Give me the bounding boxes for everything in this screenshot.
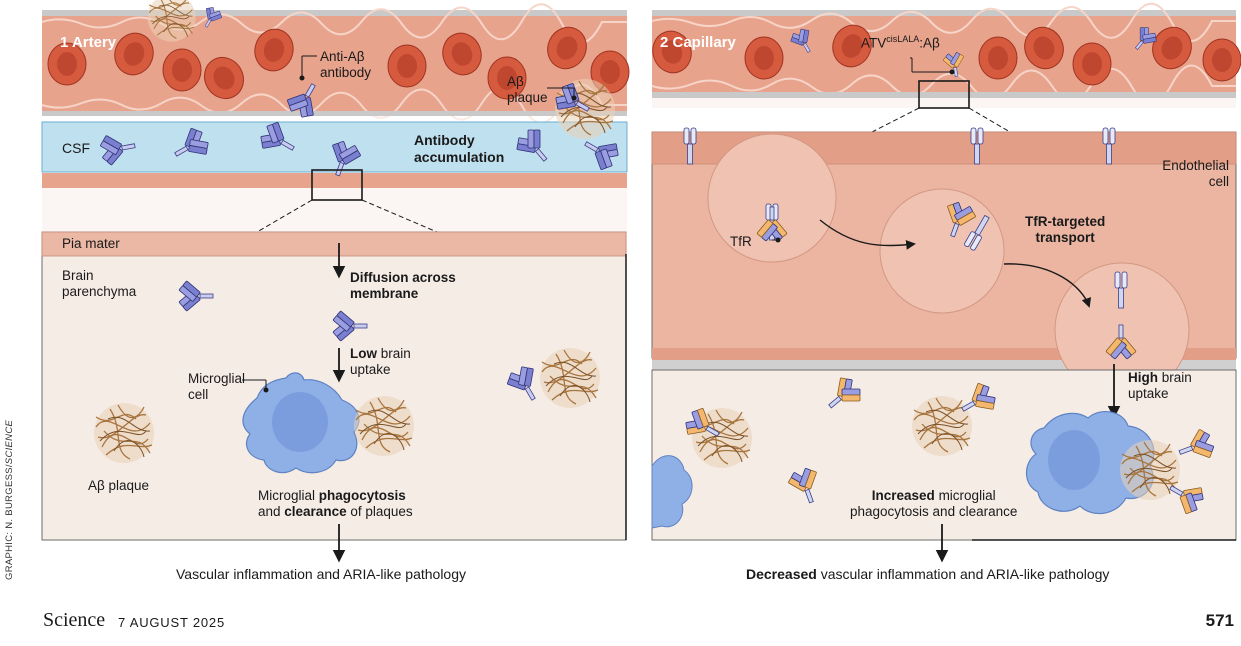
- clearance-pre: and: [258, 504, 285, 520]
- zoom-box: [311, 169, 363, 201]
- page-number: 571: [1205, 611, 1234, 630]
- brain-parenchyma-line1: Brain: [62, 268, 94, 283]
- artery-panel: 1 Artery Anti-Aβ antibody Aβ plaque CSF …: [41, 0, 630, 563]
- increased-rest: microglial: [934, 488, 996, 503]
- tfr-transport-line1: TfR-targeted: [1025, 214, 1106, 229]
- antibody-accumulation-line2: accumulation: [414, 148, 505, 165]
- red-blood-cell: [978, 36, 1018, 80]
- endothelial-line2: cell: [1208, 174, 1229, 190]
- csf-label: CSF: [62, 140, 90, 156]
- antibody-accumulation-line1: Antibody: [414, 132, 475, 148]
- tissue-plaque-label: Aβ plaque: [88, 478, 150, 493]
- anti-ab-antibody-line1: Anti-Aβ: [320, 49, 365, 64]
- zoom-box: [918, 80, 970, 109]
- red-blood-cell: [162, 48, 202, 92]
- pia-mater-band: [41, 231, 627, 257]
- engulfed-plaque: [1119, 439, 1181, 501]
- pia-layer: [42, 173, 627, 188]
- phagocytosis-label: Microglial phagocytosis and clearance of…: [258, 488, 413, 520]
- microglial-cell-line1: Microglial: [188, 371, 246, 386]
- clearance-bold: clearance: [284, 504, 347, 520]
- anti-ab-antibody-line2: antibody: [320, 65, 372, 81]
- capillary-outcome-rest: vascular inflammation and ARIA-like path…: [816, 566, 1110, 582]
- red-blood-cell: [1202, 38, 1241, 82]
- clearance-post: of plaques: [346, 504, 413, 520]
- increased-label: Increased microglial phagocytosis and cl…: [850, 488, 1017, 520]
- red-blood-cell: [1072, 42, 1112, 86]
- low-uptake-bold: Low: [350, 346, 377, 361]
- endothelial-line1: Endothelial: [1162, 158, 1229, 173]
- tissue-plaque: [539, 347, 601, 409]
- vessel-plaque-label: Aβ plaque: [507, 74, 548, 106]
- capillary-scene: [646, 2, 1241, 563]
- tfr-transport-line2: transport: [1035, 230, 1095, 246]
- increased-line2: phagocytosis and clearance: [850, 504, 1018, 520]
- atv-label: ATVcisLALA:Aβ: [861, 34, 940, 52]
- microglial-cell: [651, 455, 693, 529]
- endothelial-cell-label: Endothelial cell: [1162, 158, 1229, 190]
- anti-ab-antibody-label: Anti-Aβ antibody: [320, 49, 371, 81]
- microglial-cell-line2: cell: [188, 387, 209, 403]
- antibody-accumulation-label: Antibody accumulation: [414, 132, 504, 166]
- diffusion-line1: Diffusion across: [350, 270, 456, 285]
- vessel-plaque-line2: plaque: [507, 90, 548, 106]
- tissue-plaque: [93, 402, 155, 464]
- graphic-credit-prefix: GRAPHIC: N. BURGESS/: [4, 464, 15, 580]
- phagocytosis-bold: phagocytosis: [318, 488, 406, 503]
- low-uptake-line2: uptake: [350, 362, 391, 378]
- capillary-outcome: Decreased vascular inflammation and ARIA…: [746, 566, 1109, 582]
- vessel-plaque-line1: Aβ: [507, 74, 524, 89]
- artery-title: 1 Artery: [60, 34, 117, 51]
- journal-name: Science: [43, 609, 106, 631]
- high-uptake-label: High brain uptake: [1128, 370, 1192, 402]
- graphic-credit: GRAPHIC: N. BURGESS/SCIENCE: [4, 420, 15, 580]
- phagocytosis-pre: Microglial: [258, 488, 319, 503]
- artery-wall-top: [42, 10, 627, 16]
- atv-label-base: ATV: [861, 35, 887, 51]
- capillary-panel: 2 Capillary ATVcisLALA:Aβ Endothelial ce…: [646, 2, 1241, 563]
- increased-bold: Increased: [871, 488, 935, 503]
- tfr-transport-label: TfR-targeted transport: [1025, 214, 1105, 246]
- issue-date: 7 AUGUST 2025: [118, 615, 225, 630]
- atv-label-suffix: :Aβ: [919, 35, 940, 51]
- high-uptake-bold: High: [1128, 370, 1158, 385]
- red-blood-cell: [387, 44, 427, 88]
- diffusion-line2: membrane: [350, 286, 419, 302]
- artery-scene: [41, 0, 630, 563]
- high-uptake-rest: brain: [1158, 370, 1192, 385]
- graphic-credit-publication: SCIENCE: [4, 419, 15, 465]
- atv-label-sup: cisLALA: [886, 34, 920, 44]
- diffusion-label: Diffusion across membrane: [350, 270, 456, 302]
- low-uptake-rest: brain: [377, 346, 411, 361]
- red-blood-cell: [744, 36, 784, 80]
- capillary-outcome-bold: Decreased: [746, 566, 817, 582]
- brain-parenchyma-label: Brain parenchyma: [62, 268, 136, 300]
- tfr-label: TfR: [730, 234, 752, 249]
- high-uptake-line2: uptake: [1128, 386, 1169, 402]
- pia-mater-label: Pia mater: [62, 236, 120, 251]
- endosome: [707, 133, 837, 263]
- low-uptake-label: Low brain uptake: [350, 346, 411, 378]
- microglial-cell-label: Microglial cell: [188, 371, 245, 403]
- artery-outcome: Vascular inflammation and ARIA-like path…: [176, 566, 467, 582]
- engulfed-plaque: [353, 395, 415, 457]
- tissue-plaque: [911, 395, 973, 457]
- brain-parenchyma-line2: parenchyma: [62, 284, 137, 300]
- endosome: [879, 188, 1005, 314]
- capillary-title: 2 Capillary: [660, 34, 736, 51]
